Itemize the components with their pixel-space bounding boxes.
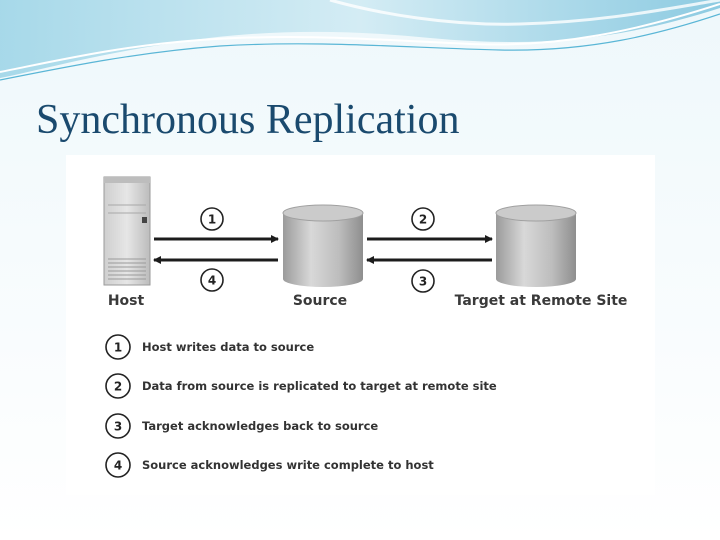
slide-title: Synchronous Replication: [36, 97, 460, 143]
step-badge-2: 2: [411, 207, 435, 231]
legend-number: 3: [114, 420, 122, 434]
step-badge-3: 3: [411, 269, 435, 293]
diagram-panel: 1 4 2 3 Host Source Target at Remote Sit…: [66, 155, 655, 495]
replication-diagram: 1 4 2 3 Host Source Target at Remote Sit…: [103, 176, 628, 478]
source-disk-icon: [282, 204, 364, 287]
host-server-icon: [103, 176, 151, 286]
legend-number: 2: [114, 380, 122, 394]
legend-text: Source acknowledges write complete to ho…: [142, 458, 434, 472]
step-number: 1: [208, 213, 216, 227]
source-label: Source: [293, 293, 347, 309]
step-badge-1: 1: [200, 207, 224, 231]
header-wave-decoration: [0, 0, 720, 81]
step-badge-4: 4: [200, 268, 224, 292]
legend-item-3: 3 Target acknowledges back to source: [105, 413, 378, 439]
step-number: 3: [419, 275, 427, 289]
target-disk-icon: [495, 204, 577, 287]
legend-text: Target acknowledges back to source: [142, 419, 378, 433]
legend-number: 1: [114, 341, 122, 355]
legend-number: 4: [114, 459, 122, 473]
step-number: 4: [208, 274, 216, 288]
legend-item-1: 1 Host writes data to source: [105, 334, 314, 360]
legend-text: Host writes data to source: [142, 340, 314, 354]
target-label: Target at Remote Site: [455, 293, 628, 309]
legend-item-4: 4 Source acknowledges write complete to …: [105, 452, 434, 478]
host-label: Host: [108, 293, 145, 309]
legend-item-2: 2 Data from source is replicated to targ…: [105, 373, 497, 399]
step-number: 2: [419, 213, 427, 227]
legend-text: Data from source is replicated to target…: [142, 379, 497, 393]
